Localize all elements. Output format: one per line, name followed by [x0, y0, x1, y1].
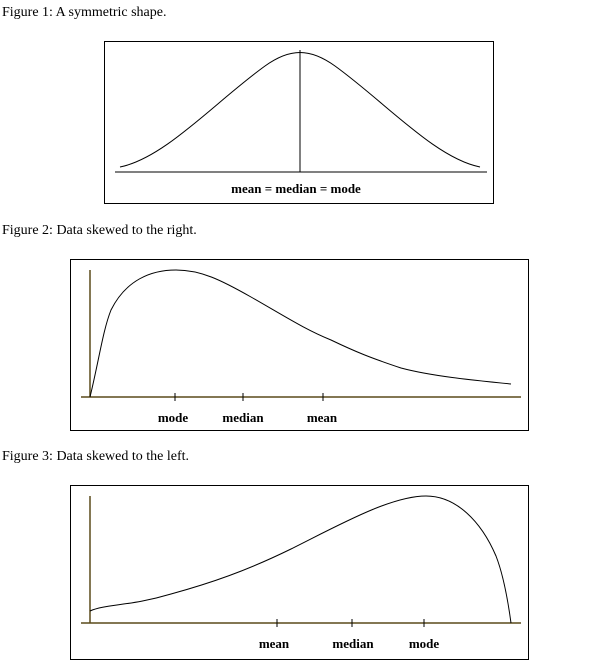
figure-1-diagram: [115, 50, 487, 173]
median-label: median: [222, 410, 264, 425]
mean-label: mean: [306, 410, 338, 425]
figure-2-caption: Figure 2: Data skewed to the right.: [2, 223, 197, 238]
figure-3-frame: mean median mode: [70, 485, 529, 660]
left-skewed-curve: [89, 495, 512, 624]
mode-label: mode: [408, 636, 440, 651]
figure-1-frame: mean = median = mode: [104, 41, 494, 204]
mean-median-mode-label: mean = median = mode: [231, 181, 361, 196]
figure-3-diagram: [81, 495, 521, 627]
figure-2-frame: mode median mean: [70, 259, 529, 431]
right-skewed-curve: [89, 269, 512, 398]
mean-label: mean: [258, 636, 290, 651]
mode-label: mode: [157, 410, 189, 425]
median-label: median: [332, 636, 374, 651]
figure-2-diagram: [81, 269, 521, 401]
figure-1-caption: Figure 1: A symmetric shape.: [2, 5, 167, 20]
figure-3-caption: Figure 3: Data skewed to the left.: [2, 449, 190, 464]
